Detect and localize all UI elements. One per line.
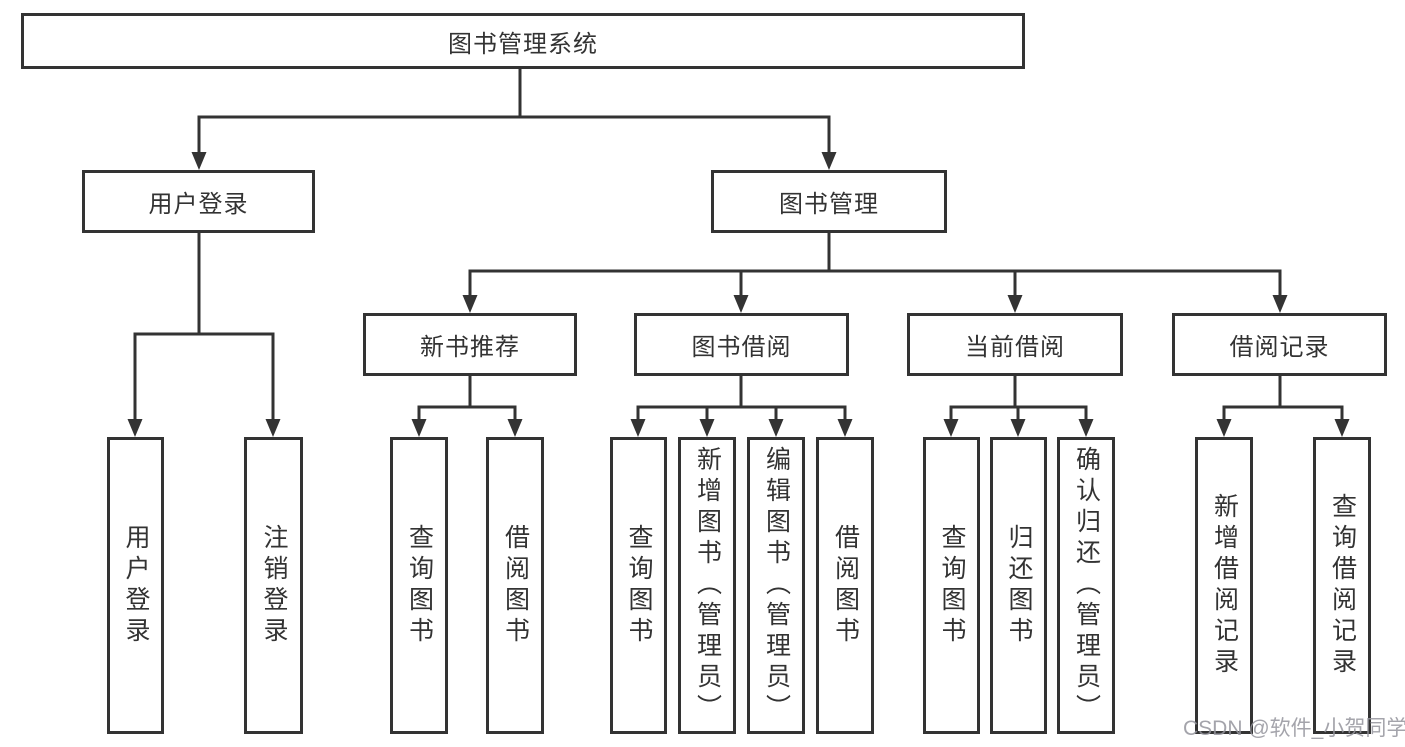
node-current-borrowing: 当前借阅	[907, 313, 1123, 376]
csdn-watermark: CSDN @软件_小贺同学	[1183, 717, 1405, 740]
leaf-recommend-query-books: 查询图书	[390, 437, 448, 734]
edge-root-to-level1	[191, 67, 837, 170]
leaf-recommend-borrow-books: 借阅图书	[486, 437, 544, 734]
leaf-borrow-add-books-admin-label: 新增图书（管理员）	[693, 446, 722, 725]
leaf-logout: 注销登录	[244, 437, 303, 734]
leaf-current-query-books-label: 查询图书	[938, 523, 966, 648]
leaf-records-query-record-label: 查询借阅记录	[1328, 492, 1357, 679]
node-user-login: 用户登录	[82, 170, 315, 233]
node-current-borrowing-label: 当前借阅	[965, 334, 1065, 361]
node-library-system-label: 图书管理系统	[448, 30, 598, 58]
node-borrowing-records-label: 借阅记录	[1229, 334, 1330, 361]
leaf-current-query-books: 查询图书	[923, 437, 980, 734]
edge-borrow-to-leaves	[630, 374, 853, 437]
edge-records-to-leaves	[1216, 374, 1350, 437]
edge-recommend-to-leaves	[411, 374, 523, 437]
leaf-borrow-query-books: 查询图书	[610, 437, 667, 734]
node-new-book-recommend-label: 新书推荐	[420, 334, 520, 361]
leaf-records-query-record: 查询借阅记录	[1313, 437, 1371, 734]
leaf-user-login-label: 用户登录	[122, 523, 150, 648]
leaf-borrow-borrow-books: 借阅图书	[816, 437, 874, 734]
node-borrowing-records: 借阅记录	[1172, 313, 1387, 376]
node-user-login-label: 用户登录	[148, 191, 249, 218]
leaf-current-return-books: 归还图书	[990, 437, 1047, 734]
leaf-current-confirm-return-admin-label: 确认归还（管理员）	[1072, 446, 1101, 725]
leaf-borrow-edit-books-admin: 编辑图书（管理员）	[747, 437, 805, 734]
edge-userlogin-to-leaves	[127, 231, 281, 437]
leaf-borrow-add-books-admin: 新增图书（管理员）	[678, 437, 736, 734]
node-book-management-label: 图书管理	[779, 191, 879, 218]
leaf-borrow-edit-books-admin-label: 编辑图书（管理员）	[762, 446, 791, 725]
leaf-recommend-borrow-books-label: 借阅图书	[501, 523, 530, 648]
leaf-current-confirm-return-admin: 确认归还（管理员）	[1057, 437, 1115, 734]
leaf-user-login: 用户登录	[107, 437, 164, 734]
node-book-borrowing-label: 图书借阅	[691, 334, 792, 361]
leaf-records-add-record: 新增借阅记录	[1195, 437, 1253, 734]
leaf-records-add-record-label: 新增借阅记录	[1210, 492, 1239, 679]
leaf-logout-label: 注销登录	[260, 523, 288, 648]
edge-bookmgmt-to-level2	[462, 231, 1288, 313]
leaf-recommend-query-books-label: 查询图书	[405, 523, 434, 648]
node-new-book-recommend: 新书推荐	[363, 313, 577, 376]
node-book-management: 图书管理	[711, 170, 947, 233]
edge-current-to-leaves	[943, 374, 1094, 437]
leaf-current-return-books-label: 归还图书	[1005, 523, 1033, 648]
leaf-borrow-query-books-label: 查询图书	[625, 523, 653, 648]
node-library-system: 图书管理系统	[21, 13, 1025, 69]
node-book-borrowing: 图书借阅	[634, 313, 849, 376]
leaf-borrow-borrow-books-label: 借阅图书	[831, 523, 860, 648]
